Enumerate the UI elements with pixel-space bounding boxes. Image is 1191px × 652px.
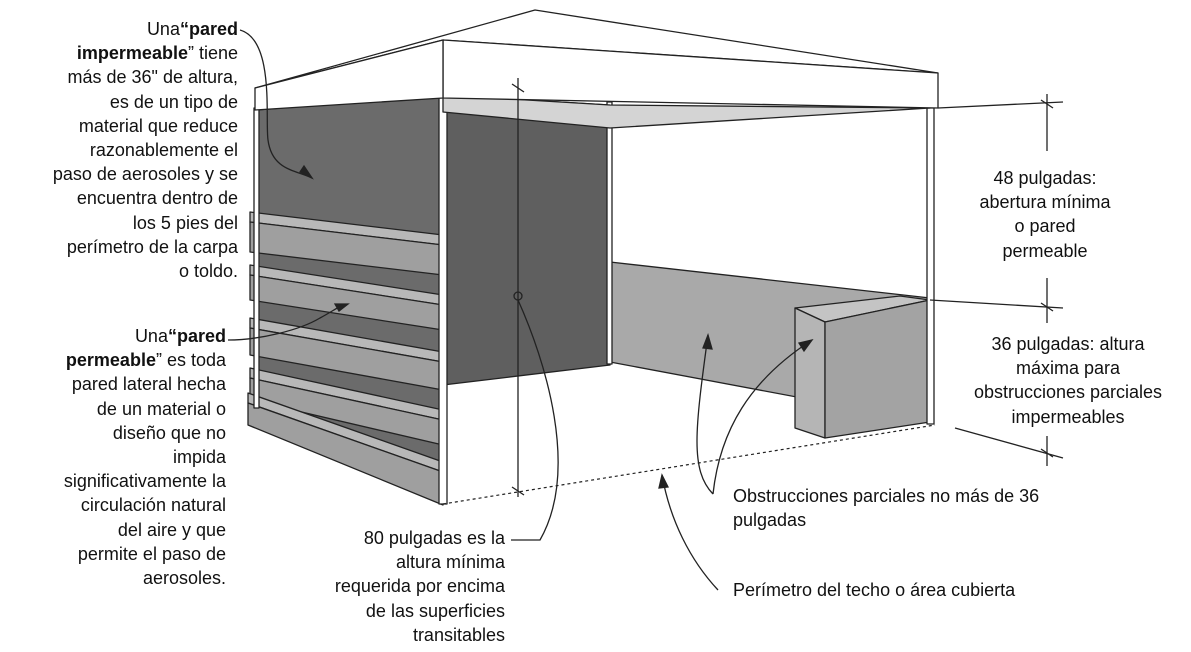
pole-front-right — [926, 107, 935, 425]
leader-80 — [511, 299, 559, 541]
pole-back-left — [253, 107, 260, 409]
leader-obstruction-1 — [696, 334, 714, 495]
min-height-80-label: 80 pulgadas es la altura mínima requerid… — [334, 528, 505, 645]
roof-underside — [442, 94, 931, 129]
roof-left-valance — [254, 39, 444, 111]
right-dimension-lines — [929, 94, 1064, 466]
box-front — [794, 307, 826, 439]
back-wall — [442, 94, 611, 386]
height-36-label: 36 pulgadas: altura máxima para obstrucc… — [973, 334, 1163, 427]
impermeable-wall-label: Una“pared impermeable” tiene más de 36" … — [52, 19, 238, 282]
partial-obstructions-label: Obstrucciones parciales no más de 36 pul… — [733, 486, 1040, 531]
leader-impermeable — [239, 29, 313, 179]
pole-front-left — [438, 91, 448, 505]
perimeter-line — [442, 424, 936, 505]
permeable-wall-label: Una“pared permeable” es toda pared later… — [63, 326, 226, 589]
leader-obstruction-2 — [712, 339, 813, 495]
tent-illustration — [247, 9, 939, 506]
perimeter-label: Perímetro del techo o área cubierta — [733, 580, 1016, 600]
opening-48-label: 48 pulgadas: abertura mínima o pared per… — [979, 168, 1111, 261]
box-side — [824, 299, 931, 439]
callout-leaders — [227, 29, 814, 591]
leader-perimeter — [661, 474, 719, 591]
pole-back-right — [606, 101, 613, 365]
slat-5-front — [247, 402, 444, 506]
